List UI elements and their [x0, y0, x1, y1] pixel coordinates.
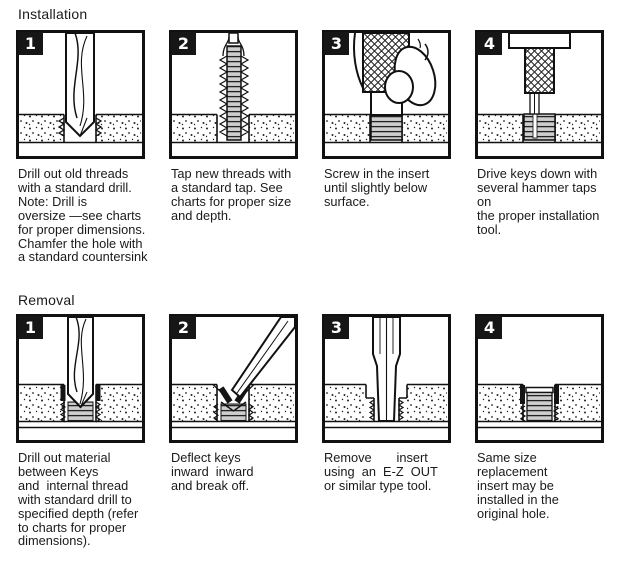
- step-number-badge: 1: [18, 316, 43, 339]
- step-number-badge: 2: [171, 32, 196, 55]
- step-caption: Tap new threads with a standard tap. See…: [171, 166, 292, 223]
- step-caption: Remove insert using an E-Z OUT or simila…: [324, 450, 438, 493]
- step-number-badge: 2: [171, 316, 196, 339]
- installation-step-4-panel: 4: [475, 30, 604, 159]
- removal-step-3-panel: 3: [322, 314, 451, 443]
- screw-insert-hand-illustration: [322, 30, 451, 159]
- installation-section-title: Installation: [18, 6, 88, 22]
- step-caption: Same size replacement insert may be inst…: [477, 450, 559, 521]
- step-caption: Screw in the insert until slightly below…: [324, 166, 430, 209]
- installation-step-2-panel: 2: [169, 30, 298, 159]
- removal-step-4-panel: 4: [475, 314, 604, 443]
- removal-step-1-panel: 1: [16, 314, 145, 443]
- installation-step-3-panel: 3: [322, 30, 451, 159]
- step-caption: Drive keys down with several hammer taps…: [477, 166, 600, 237]
- removal-step-3: 3 Remove insert using an E-Z OUT or simi…: [322, 314, 451, 548]
- removal-steps-row: 1 Drill out material between Keys and in…: [16, 314, 604, 548]
- step-number-badge: 4: [477, 316, 502, 339]
- installation-step-4: 4 Drive keys down with several hammer ta…: [475, 30, 604, 264]
- removal-section-title: Removal: [18, 292, 75, 308]
- deflect-keys-punch-illustration: [169, 314, 298, 443]
- step-number-badge: 4: [477, 32, 502, 55]
- installation-step-3: 3 Screw in the insert until slightly bel…: [322, 30, 451, 264]
- removal-step-4: 4 Same size replacement insert may be in…: [475, 314, 604, 548]
- removal-step-2-panel: 2: [169, 314, 298, 443]
- step-caption: Drill out material between Keys and inte…: [18, 450, 139, 549]
- installation-step-2: 2 Tap new threads with a standard tap. S…: [169, 30, 298, 264]
- removal-step-2: 2 Deflect keys inward inward and break o…: [169, 314, 298, 548]
- installation-steps-row: 1 Drill out old threads with a standard …: [16, 30, 604, 264]
- tap-threads-illustration: [169, 30, 298, 159]
- drill-old-threads-illustration: [16, 30, 145, 159]
- installation-step-1-panel: 1: [16, 30, 145, 159]
- installation-step-1: 1 Drill out old threads with a standard …: [16, 30, 147, 264]
- removal-step-1: 1 Drill out material between Keys and in…: [16, 314, 145, 548]
- step-number-badge: 3: [324, 316, 349, 339]
- step-number-badge: 3: [324, 32, 349, 55]
- step-caption: Drill out old threads with a standard dr…: [18, 166, 148, 265]
- step-caption: Deflect keys inward inward and break off…: [171, 450, 254, 493]
- step-number-badge: 1: [18, 32, 43, 55]
